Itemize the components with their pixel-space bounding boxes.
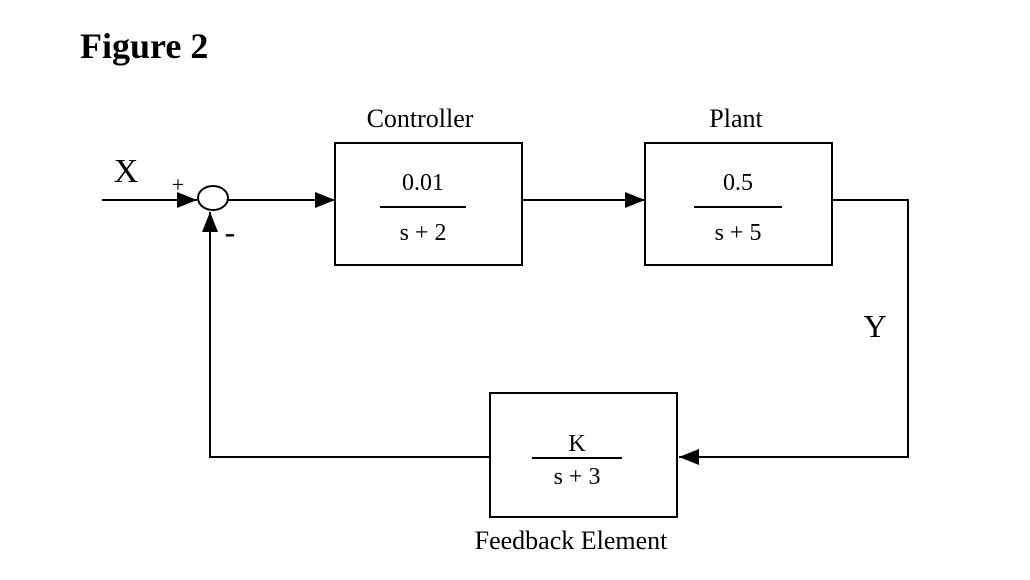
feedback-denominator: s + 3 (554, 464, 601, 490)
controller-denominator: s + 2 (400, 220, 447, 246)
feedback-numerator: K (568, 431, 586, 457)
controller-block (334, 142, 523, 266)
plant-block-label: Plant (709, 104, 763, 133)
plant-numerator: 0.5 (723, 170, 753, 196)
output-signal-label: Y (863, 308, 886, 344)
feedback-block (489, 392, 678, 518)
controller-numerator: 0.01 (402, 170, 444, 196)
feedback-return-wire (202, 212, 490, 458)
feedback-block-label: Feedback Element (475, 526, 669, 555)
output-to-feedback-wire (679, 199, 909, 465)
summing-minus-sign: - (225, 214, 236, 250)
summing-plus-sign: + (172, 172, 184, 197)
input-signal-label: X (114, 153, 139, 190)
summing-junction (197, 185, 229, 211)
plant-block (644, 142, 833, 266)
figure-title: Figure 2 (80, 26, 208, 66)
controller-block-label: Controller (367, 104, 474, 133)
plant-denominator: s + 5 (715, 220, 762, 246)
